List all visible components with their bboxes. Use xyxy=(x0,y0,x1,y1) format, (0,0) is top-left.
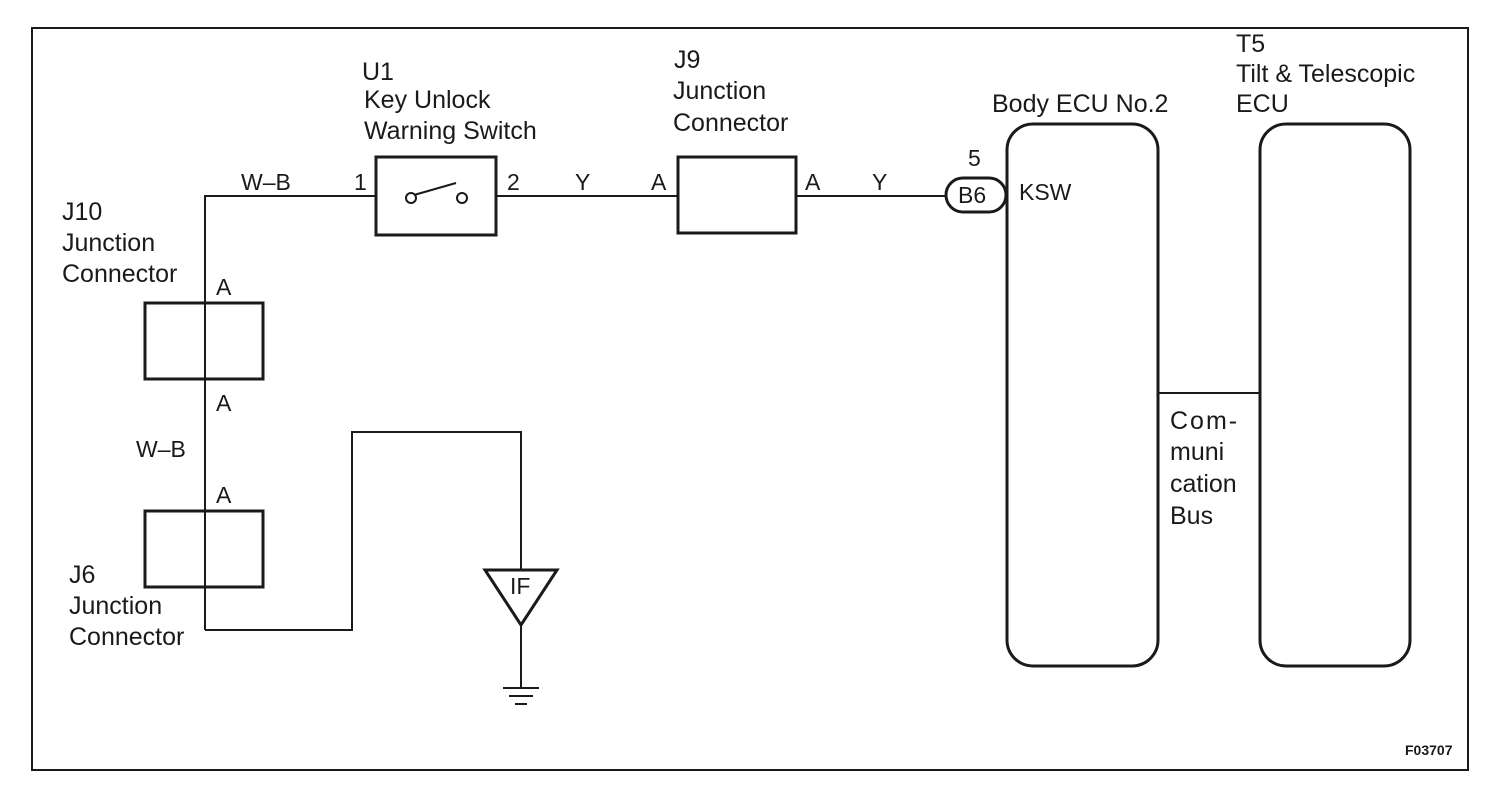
j10-pin-bottom: A xyxy=(216,390,232,416)
j10-pin-top: A xyxy=(216,274,232,300)
j10-name-line1: Junction xyxy=(62,229,155,257)
j10-code: J10 xyxy=(62,198,102,226)
bus-label-line2: muni xyxy=(1170,438,1224,466)
j6-code: J6 xyxy=(69,561,95,589)
u1-switch-blade xyxy=(413,182,457,196)
u1-pin-1: 1 xyxy=(354,169,367,195)
wire-label-y-1: Y xyxy=(575,169,590,195)
wire-label-wb-top: W–B xyxy=(241,169,291,195)
bus-label-line3: cation xyxy=(1170,470,1237,498)
u1-pin-2: 2 xyxy=(507,169,520,195)
j10-name-line2: Connector xyxy=(62,260,177,288)
j6-name-line1: Junction xyxy=(69,592,162,620)
u1-code: U1 xyxy=(362,58,394,86)
bus-label-line4: Bus xyxy=(1170,502,1213,530)
ground-label: IF xyxy=(510,573,530,599)
j9-pin-right: A xyxy=(805,169,821,195)
j9-name-line1: Junction xyxy=(673,77,766,105)
bus-label-line1: Com- xyxy=(1170,407,1239,435)
j6-pin-top: A xyxy=(216,482,232,508)
j9-connector-box xyxy=(676,155,798,235)
wire-label-y-2: Y xyxy=(872,169,887,195)
u1-contact-left xyxy=(405,192,417,204)
t5-code: T5 xyxy=(1236,30,1265,58)
t5-name-line1: Tilt & Telescopic xyxy=(1236,60,1415,88)
t5-ecu-box xyxy=(1258,122,1412,668)
body-ecu-terminal: KSW xyxy=(1019,179,1072,205)
diagram-frame xyxy=(31,27,1469,771)
j9-name-line2: Connector xyxy=(673,109,788,137)
u1-switch-box xyxy=(374,155,498,237)
wire-ground xyxy=(205,431,522,631)
ground-if-triangle xyxy=(482,568,560,628)
u1-name-line1: Key Unlock xyxy=(364,86,491,114)
j6-connector-box xyxy=(143,509,265,589)
body-ecu-name: Body ECU No.2 xyxy=(992,90,1168,118)
body-ecu-connector: B6 xyxy=(958,182,986,208)
j10-connector-box xyxy=(143,301,265,381)
body-ecu-box xyxy=(1005,122,1160,668)
wire-wb xyxy=(204,195,376,630)
t5-name-line2: ECU xyxy=(1236,90,1289,118)
j9-code: J9 xyxy=(674,46,700,74)
body-ecu-pin: 5 xyxy=(968,145,981,171)
j6-name-line2: Connector xyxy=(69,623,184,651)
j9-pin-left: A xyxy=(651,169,667,195)
u1-contact-right xyxy=(456,192,468,204)
figure-id: F03707 xyxy=(1405,742,1453,758)
wire-label-wb-left: W–B xyxy=(136,436,186,462)
u1-name-line2: Warning Switch xyxy=(364,117,537,145)
